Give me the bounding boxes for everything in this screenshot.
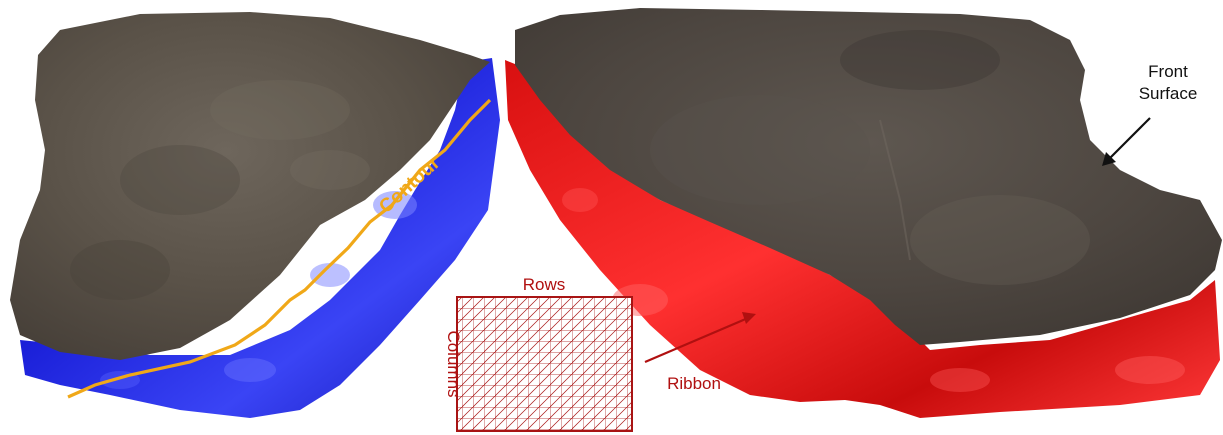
left-specimen: Contour [10,12,500,418]
front-surface-annotation: Front Surface [1102,62,1197,166]
columns-label: Columns [444,330,463,397]
rows-label: Rows [523,275,566,294]
front-surface-arrow [1108,118,1150,160]
ribbon-label: Ribbon [667,374,721,393]
mesh-grid [457,297,632,431]
front-surface-label-line1: Front [1148,62,1188,81]
mesh-inset: Rows Columns [444,275,632,431]
front-surface-label-line2: Surface [1139,84,1198,103]
